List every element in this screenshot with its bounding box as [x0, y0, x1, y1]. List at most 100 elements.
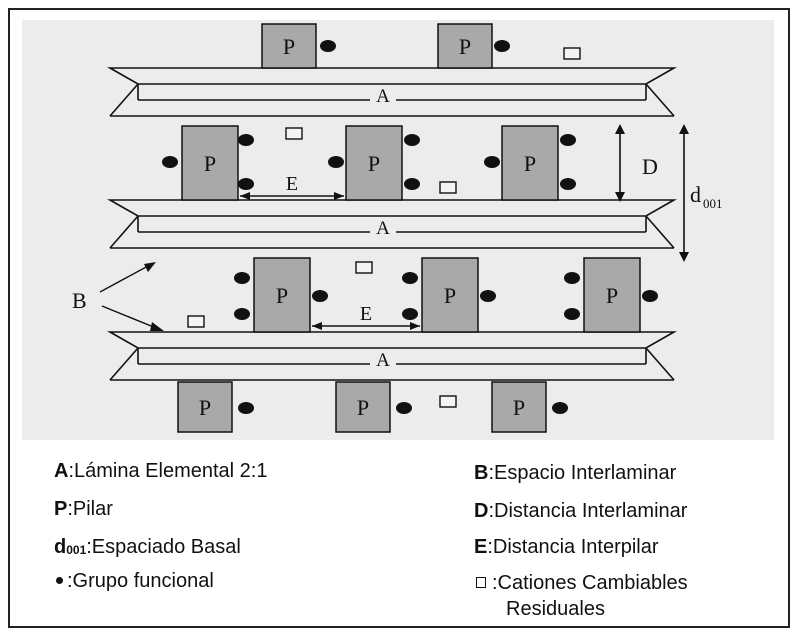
interpillar-e-arrow-right-2	[410, 322, 420, 330]
interlayer-b-line-1	[99, 265, 149, 293]
basal-spacing-label: d	[690, 182, 701, 207]
cation-2	[285, 127, 303, 140]
functional-group-13	[234, 308, 250, 320]
lamina-label-bg-1	[370, 87, 396, 105]
pillar-2	[437, 23, 493, 69]
legend-basal-spacing-subscript: 001	[66, 543, 87, 557]
lamina-label-2: A	[376, 218, 390, 239]
legend-functional-group-text: :Grupo funcional	[67, 570, 214, 592]
functional-group-21	[238, 402, 254, 414]
pillar-9	[177, 381, 233, 433]
legend-functional-group: :Grupo funcional	[54, 570, 214, 593]
legend-cations-text-line2: Residuales	[506, 598, 605, 620]
functional-group-9	[484, 156, 500, 168]
legend-pillar-text: :Pilar	[67, 498, 113, 520]
cation-1	[563, 47, 581, 60]
functional-group-6	[328, 156, 344, 168]
functional-group-dot-icon	[56, 576, 63, 584]
legend-lamina: A:Lámina Elemental 2:1	[54, 460, 267, 483]
functional-group-5	[238, 178, 254, 190]
pillar-label-3: P	[204, 151, 216, 176]
legend-basal-spacing: d001:Espaciado Basal	[54, 536, 241, 559]
legend-lamina-key: A	[54, 460, 69, 482]
functional-group-17	[480, 290, 496, 302]
lamina-label-bg-2	[370, 219, 396, 237]
diagram-background	[22, 20, 774, 440]
interlayer-b-line-2	[101, 305, 157, 329]
functional-group-20	[642, 290, 658, 302]
functional-group-22	[396, 402, 412, 414]
interlayer-b-arrow-2	[150, 322, 164, 331]
pillar-label-5: P	[524, 151, 536, 176]
legend-interpillar-distance-key: E	[474, 536, 488, 558]
cation-6	[439, 395, 457, 408]
lamina-label-1: A	[376, 86, 390, 107]
distance-d-label: D	[642, 154, 658, 179]
legend-interlayer-distance: D:Distancia Interlaminar	[474, 500, 687, 523]
pillar-3	[181, 125, 239, 201]
interpillar-e-arrow-left-2	[312, 322, 322, 330]
functional-group-1	[320, 40, 336, 52]
interlayer-b-label: B	[72, 288, 87, 313]
pillar-label-7: P	[444, 283, 456, 308]
distance-d-arrow-top	[615, 124, 625, 134]
functional-group-2	[494, 40, 510, 52]
pillar-7	[421, 257, 479, 333]
legend-interlayer-space-key: B	[474, 462, 489, 484]
distance-d-arrow-bottom	[615, 192, 625, 202]
pillar-label-8: P	[606, 283, 618, 308]
basal-spacing-arrow-bottom	[679, 252, 689, 262]
pillar-label-4: P	[368, 151, 380, 176]
legend-pillar: P:Pilar	[54, 498, 113, 521]
interpillar-e-label-1: E	[286, 173, 298, 195]
pillar-label-10: P	[357, 395, 369, 420]
pillar-label-9: P	[199, 395, 211, 420]
legend-interlayer-space-text: :Espacio Interlaminar	[488, 462, 677, 484]
cation-3	[439, 181, 457, 194]
lamina-label-bg-3	[370, 351, 396, 369]
cation-5	[187, 315, 205, 328]
functional-group-8	[404, 178, 420, 190]
functional-group-12	[234, 272, 250, 284]
pillar-label-1: P	[283, 34, 295, 59]
functional-group-11	[560, 178, 576, 190]
interpillar-e-arrow-right-1	[334, 192, 344, 200]
legend-interlayer-space: B:Espacio Interlaminar	[474, 462, 676, 485]
pillar-1	[261, 23, 317, 69]
cation-square-icon	[476, 576, 486, 588]
pillar-10	[335, 381, 391, 433]
legend-interpillar-distance-text: :Distancia Interpilar	[487, 536, 659, 558]
functional-group-16	[402, 308, 418, 320]
pillar-4	[345, 125, 403, 201]
pillar-8	[583, 257, 641, 333]
legend-cations: :Cationes Cambiables	[474, 572, 688, 595]
legend-pillar-key: P	[54, 498, 68, 520]
interpillar-e-arrow-left-1	[240, 192, 250, 200]
functional-group-14	[312, 290, 328, 302]
pillar-label-6: P	[276, 283, 288, 308]
legend-interlayer-distance-key: D	[474, 500, 489, 522]
functional-group-23	[552, 402, 568, 414]
basal-spacing-arrow-top	[679, 124, 689, 134]
functional-group-19	[564, 308, 580, 320]
cation-4	[355, 261, 373, 274]
pillar-6	[253, 257, 311, 333]
functional-group-3	[162, 156, 178, 168]
functional-group-15	[402, 272, 418, 284]
basal-spacing-subscript: 001	[703, 196, 723, 211]
legend-cations-line2: Residuales	[506, 598, 605, 621]
functional-group-7	[404, 134, 420, 146]
pillar-label-2: P	[459, 34, 471, 59]
legend-basal-spacing-text: :Espaciado Basal	[86, 536, 241, 558]
pillar-label-11: P	[513, 395, 525, 420]
pillar-11	[491, 381, 547, 433]
legend-lamina-text: :Lámina Elemental 2:1	[68, 460, 268, 482]
legend-cations-text-line1: :Cationes Cambiables	[492, 572, 688, 594]
legend-interpillar-distance: E:Distancia Interpilar	[474, 536, 659, 559]
lamina-label-3: A	[376, 350, 390, 371]
interpillar-e-label-2: E	[360, 303, 372, 325]
legend-interlayer-distance-text: :Distancia Interlaminar	[488, 500, 688, 522]
interlayer-b-arrow-1	[144, 262, 156, 272]
pillar-5	[501, 125, 559, 201]
